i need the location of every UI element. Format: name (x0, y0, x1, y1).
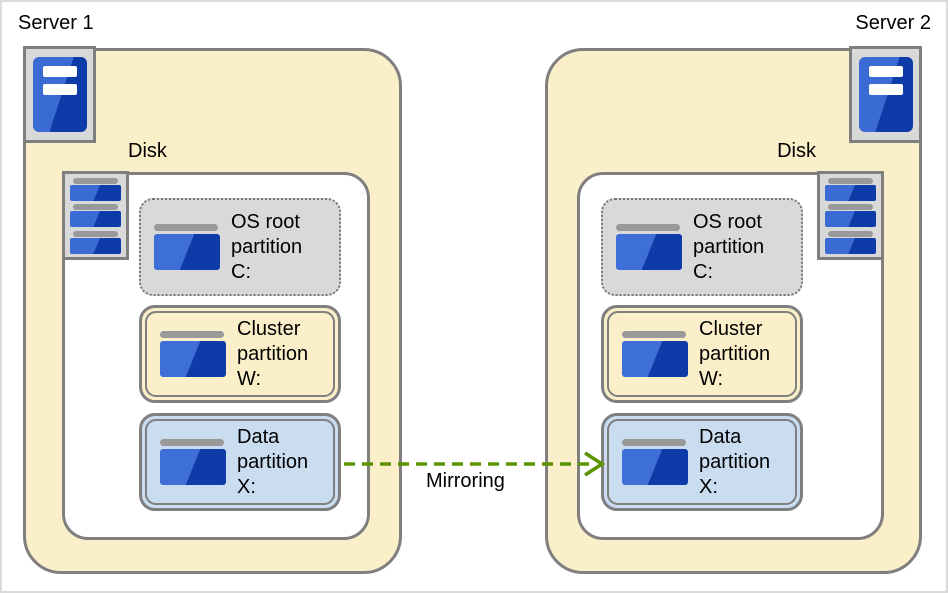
partition-label: Cluster partition W: (237, 317, 309, 390)
partition-label: Data partition X: (699, 425, 771, 498)
mirroring-arrow (344, 451, 606, 477)
server-slot (869, 84, 903, 95)
disk-platter (825, 204, 876, 227)
server2-data-partition: Data partition X: (601, 413, 803, 511)
server1-disk-label: Disk (128, 140, 167, 162)
server-tower-icon (23, 46, 96, 143)
server1-data-partition: Data partition X: (139, 413, 341, 511)
server-slot (43, 66, 77, 77)
mirroring-label: Mirroring (426, 470, 505, 492)
server2-cluster-partition: Cluster partition W: (601, 305, 803, 403)
server2-disk-label: Disk (777, 140, 816, 162)
server-tower-body (33, 57, 87, 132)
server1-label: Server 1 (18, 12, 94, 34)
partition-icon (160, 439, 226, 485)
partition-icon (160, 331, 226, 377)
server2-label: Server 2 (855, 12, 931, 34)
partition-label: Data partition X: (237, 425, 309, 498)
partition-icon (154, 224, 220, 270)
partition-icon (622, 439, 688, 485)
server1-os-root-partition: OS root partition C: (139, 198, 341, 296)
partition-icon (616, 224, 682, 270)
server-tower-body (859, 57, 913, 132)
disk-platter (825, 230, 876, 254)
disk-platter (70, 177, 121, 201)
disk-platter (825, 177, 876, 201)
disk-stack-icon (62, 171, 129, 260)
partition-label: OS root partition C: (693, 210, 765, 283)
partition-label: Cluster partition W: (699, 317, 771, 390)
server-slot (869, 66, 903, 77)
server2-os-root-partition: OS root partition C: (601, 198, 803, 296)
server-tower-icon (849, 46, 922, 143)
partition-icon (622, 331, 688, 377)
partition-label: OS root partition C: (231, 210, 303, 283)
disk-platter (70, 230, 121, 254)
disk-platter (70, 204, 121, 227)
server-slot (43, 84, 77, 95)
server1-cluster-partition: Cluster partition W: (139, 305, 341, 403)
disk-stack-icon (817, 171, 884, 260)
